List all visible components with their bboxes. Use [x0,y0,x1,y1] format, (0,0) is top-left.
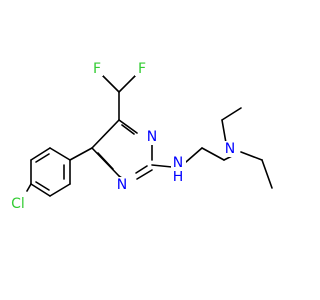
bond-ph-double-2 [35,181,50,191]
molecule-structure-diagram: F F N N H N N Cl [8,60,273,212]
bond-c6-phenyl [69,147,93,161]
atom-fluorine-1: F [93,61,101,77]
bond-ch2a-ch2b [201,147,225,161]
bond-ethyl1-ch3 [221,107,242,121]
label-bg-nh-n [171,155,186,171]
label-bg-nh-h [171,169,184,185]
bond-ph-c4-c5 [30,183,51,197]
bond-c6-c5-double [97,152,114,170]
atom-diethylamino-nitrogen: N [225,141,235,157]
bond-ph-c5-c6 [49,183,71,197]
bond-ph-c1-c2 [49,147,71,161]
label-bg-n1 [115,177,130,193]
atom-amine-hydrogen: H [173,169,184,185]
bond-ph-c2-c3 [30,147,51,161]
label-bg-n3 [144,129,159,145]
bond-ethyl2-ch3 [261,159,273,189]
bond-nh-ch2a [185,147,203,163]
bond-c4-n3 [118,119,138,134]
label-bg-cl [8,196,28,212]
bond-net2-ethyl2-ch2 [240,151,263,161]
bond-net2-ethyl1-ch2 [221,119,227,144]
bond-c2-n1-double [135,165,148,174]
atom-fluorine-2: F [138,61,146,77]
bond-c2-nh [151,164,173,168]
atom-chlorine: Cl [11,196,25,212]
bond-chf2-f1 [102,75,120,93]
label-bg-f2 [135,60,148,76]
atom-nitrogen-ring-3: N [147,129,157,145]
label-bg-f1 [90,60,103,76]
bond-c5-c4 [91,119,120,149]
atom-amine-nitrogen: N [173,155,183,171]
bond-ph-double-1 [35,153,50,163]
atom-nitrogen-ring-1: N [117,177,127,193]
bond-chf2-f2 [118,75,136,93]
label-bg-net2 [223,141,238,157]
bond-c2-n1 [136,169,153,180]
bond-c4-n3-double [121,124,135,135]
atom-labels: F F N N H N N Cl [8,60,238,212]
bond-phenyl-cl [26,183,32,192]
